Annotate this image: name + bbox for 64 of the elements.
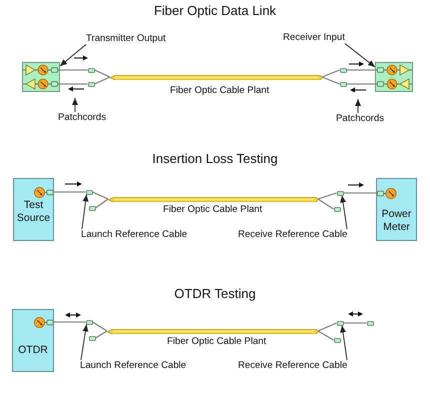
patchcord [318,192,337,200]
patchcord [95,330,108,338]
leader-line [355,98,361,114]
patchcord [346,69,375,71]
instrument-label: Power Meter [382,208,412,234]
patchcord [60,83,88,85]
cable-label: Fiber Optic Cable Plant [163,204,262,216]
connector-icon [336,190,344,196]
connector-icon [86,320,92,324]
patchcord [92,322,108,332]
leader-line [82,194,89,230]
instrument-box [376,178,417,241]
patchcord [95,198,108,208]
callout-label: Launch Reference Cable [81,229,188,240]
leader-line [340,195,348,230]
fiber-cable [107,328,318,334]
patchcord [60,69,88,71]
callout-label: Receive Reference Cable [238,360,348,372]
patchcord [318,198,334,210]
leader-line [340,325,348,360]
patchcord [318,322,337,332]
callout-label: Receiver Input [283,32,345,44]
instrument-label: OTDR [18,344,48,357]
leader-line [60,44,86,66]
callout-label: Transmitter Output [86,33,166,44]
instrument-box [13,178,54,241]
connector-icon [340,68,346,72]
section-heading: Insertion Loss Testing [152,151,278,167]
patchcord [344,192,376,194]
connector-icon [334,338,340,342]
callout-label: Receive Reference Cable [238,229,348,240]
patchcord [54,321,86,323]
callout-label: Launch Reference Cable [80,360,186,372]
patchcord [94,70,110,78]
instrument-label: Test Source [16,199,50,224]
connector-icon [88,206,96,210]
leader-line [80,324,88,360]
patchcord [344,322,366,324]
instrument-box [12,309,54,372]
section-heading: OTDR Testing [174,286,256,302]
patchcord [318,330,334,340]
cable-label: Fiber Optic Cable Plant [167,336,266,348]
connector-icon [86,190,92,194]
callout-label: Patchcords [58,112,106,124]
fiber-cable [108,196,318,202]
connector-icon [88,336,96,340]
patchcord [322,76,340,85]
patchcord [322,69,340,78]
leader-line [344,43,376,68]
leader-line [72,98,78,112]
connector-icon [336,320,344,326]
patchcord [92,192,108,200]
connector-icon [334,206,340,212]
patchcord [94,76,110,84]
connector-icon [88,68,94,72]
patchcord [54,191,86,193]
fiber-cable [110,74,322,80]
callout-label: Patchcords [336,113,384,124]
patchcord [346,83,375,85]
cable-label: Fiber Optic Cable Plant [170,85,270,96]
section-heading: Fiber Optic Data Link [154,3,276,19]
connector-icon [88,82,94,86]
connector-icon [340,82,346,86]
connector-icon [366,320,374,326]
